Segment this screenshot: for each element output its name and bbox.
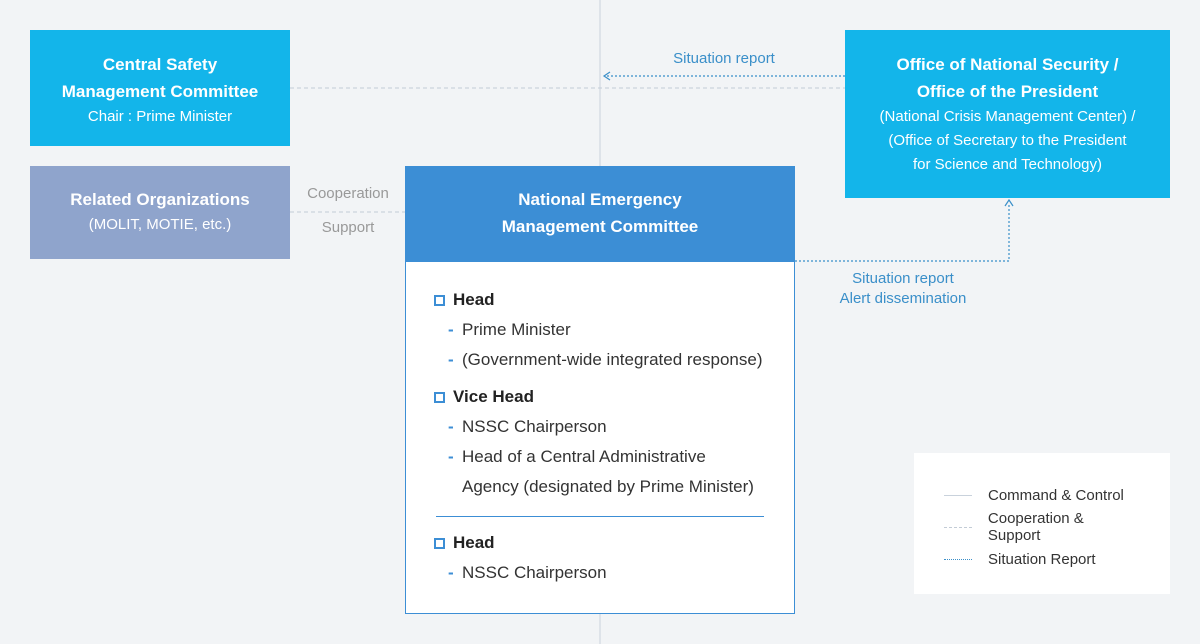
dash-bullet-icon: - [448,320,454,339]
legend-situation: Situation Report [944,543,1140,575]
office-national-security-box: Office of National Security / Office of … [845,30,1170,198]
list-item: - NSSC Chairperson [434,412,766,442]
dash-bullet-icon: - [448,350,454,369]
legend-cooperation-label: Cooperation & Support [987,510,1084,544]
alert-dissemination-label: Alert dissemination [839,290,967,307]
office-title-line1: Office of National Security / [896,55,1119,74]
dash-bullet-icon: - [448,417,454,436]
office-sub-line2: (Office of Secretary to the President [888,132,1127,149]
nem-committee-body: Head - Prime Minister - (Government-wide… [405,262,795,614]
head-item-2: (Government-wide integrated response) [462,350,763,369]
square-bullet-icon [434,391,445,403]
situation-report-label-top: Situation report [673,50,775,67]
solid-line-icon [944,494,972,496]
dashed-line-icon [944,526,972,528]
situation-report-arrowhead-top [602,71,611,81]
square-bullet-icon [434,294,445,306]
related-subtitle: (MOLIT, MOTIE, etc.) [88,216,232,233]
legend-command-label: Command & Control [988,486,1124,504]
legend: Command & Control Cooperation & Support … [914,453,1170,594]
legend-situation-label: Situation Report [988,550,1096,568]
situation-report-label-right: Situation report [852,270,954,287]
central-safety-chair: Chair : Prime Minister [87,108,233,125]
central-safety-title-line2: Management Committee [61,82,259,101]
office-title-line2: Office of the President [916,82,1099,101]
section-heading-head-2: Head [453,533,495,552]
situation-report-arrowhead-right [1004,198,1014,207]
square-bullet-icon [434,537,445,549]
vice-head-item-1: NSSC Chairperson [462,417,607,436]
list-item: - NSSC Chairperson [434,558,766,588]
head-section: Head - Prime Minister - (Government-wide… [434,288,766,375]
office-sub-line3: for Science and Technology) [912,156,1102,173]
dotted-line-icon [944,558,972,560]
related-title: Related Organizations [70,190,250,209]
section-heading-vice-head: Vice Head [453,387,534,406]
support-label: Support [321,219,375,236]
central-safety-title-line1: Central Safety [102,55,218,74]
nem-title-line2: Management Committee [501,217,699,236]
cooperation-label: Cooperation [307,185,389,202]
central-safety-committee-box: Central Safety Management Committee Chai… [30,30,290,146]
head-item-1: Prime Minister [462,320,571,339]
dash-bullet-icon: - [448,447,454,466]
nem-title-line1: National Emergency [518,190,682,209]
section-heading-head: Head [453,290,495,309]
vice-head-item-2: Head of a Central Administrative Agency … [462,447,754,496]
nem-committee-header: National Emergency Management Committee [405,166,795,262]
legend-cooperation: Cooperation & Support [944,510,1140,544]
head2-item-1: NSSC Chairperson [462,563,607,582]
list-item: - Prime Minister [434,315,766,345]
head-section-2: Head - NSSC Chairperson [434,531,766,588]
dash-bullet-icon: - [448,563,454,582]
list-item: - Head of a Central Administrative Agenc… [434,442,766,502]
section-divider [436,516,764,517]
list-item: - (Government-wide integrated response) [434,345,766,375]
related-organizations-box: Related Organizations (MOLIT, MOTIE, etc… [30,166,290,259]
office-sub-line1: (National Crisis Management Center) / [879,108,1136,125]
legend-command: Command & Control [944,479,1140,511]
situation-report-line-right [795,204,1010,262]
vice-head-section: Vice Head - NSSC Chairperson - Head of a… [434,385,766,502]
